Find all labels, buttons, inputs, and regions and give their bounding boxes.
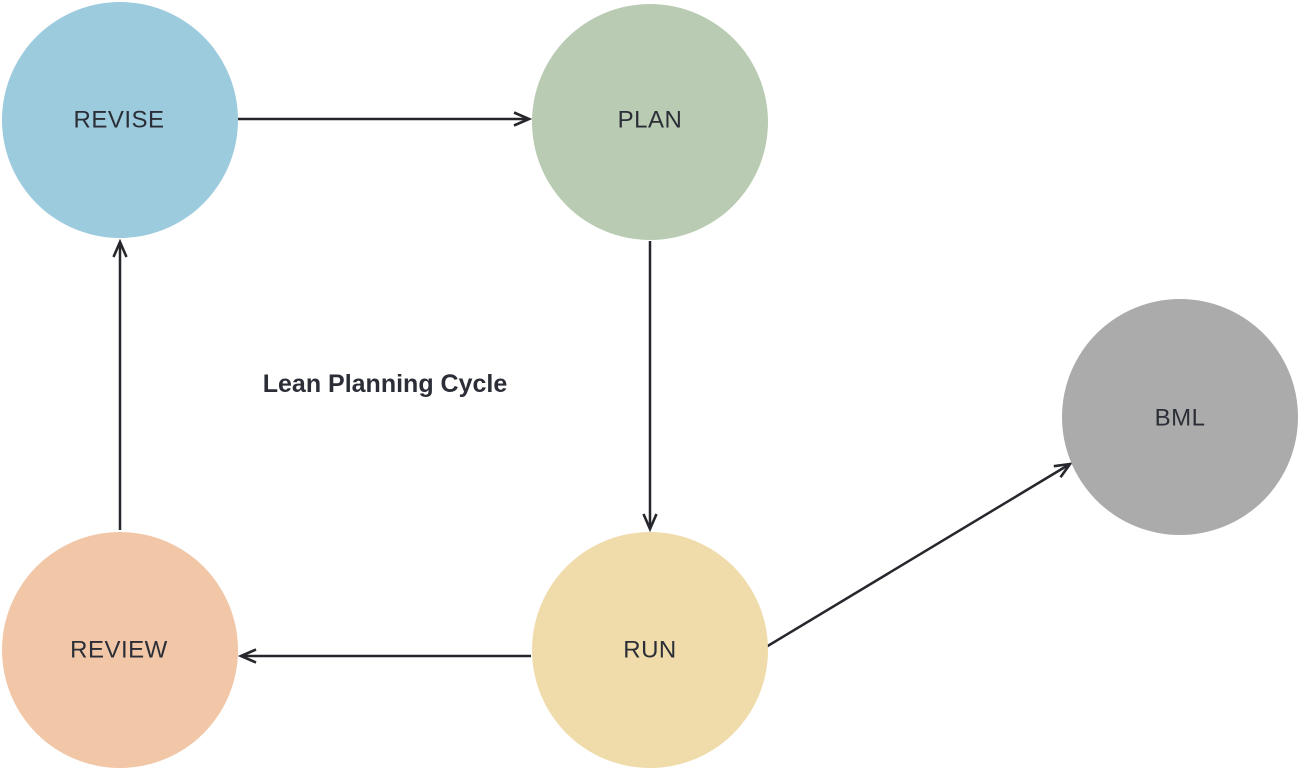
node-bml-label: BML [1155,405,1206,432]
node-run-label: RUN [623,637,677,664]
node-review-label: REVIEW [70,637,168,664]
diagram-title: Lean Planning Cycle [263,370,508,398]
node-plan-label: PLAN [618,107,683,134]
node-revise-label: REVISE [73,107,164,134]
node-review-circle [2,532,238,768]
node-plan-circle [532,4,768,240]
node-run-circle [532,532,768,768]
edge-run-to-bml [765,462,1073,649]
node-bml-circle [1062,299,1298,535]
node-revise-circle [2,2,238,238]
